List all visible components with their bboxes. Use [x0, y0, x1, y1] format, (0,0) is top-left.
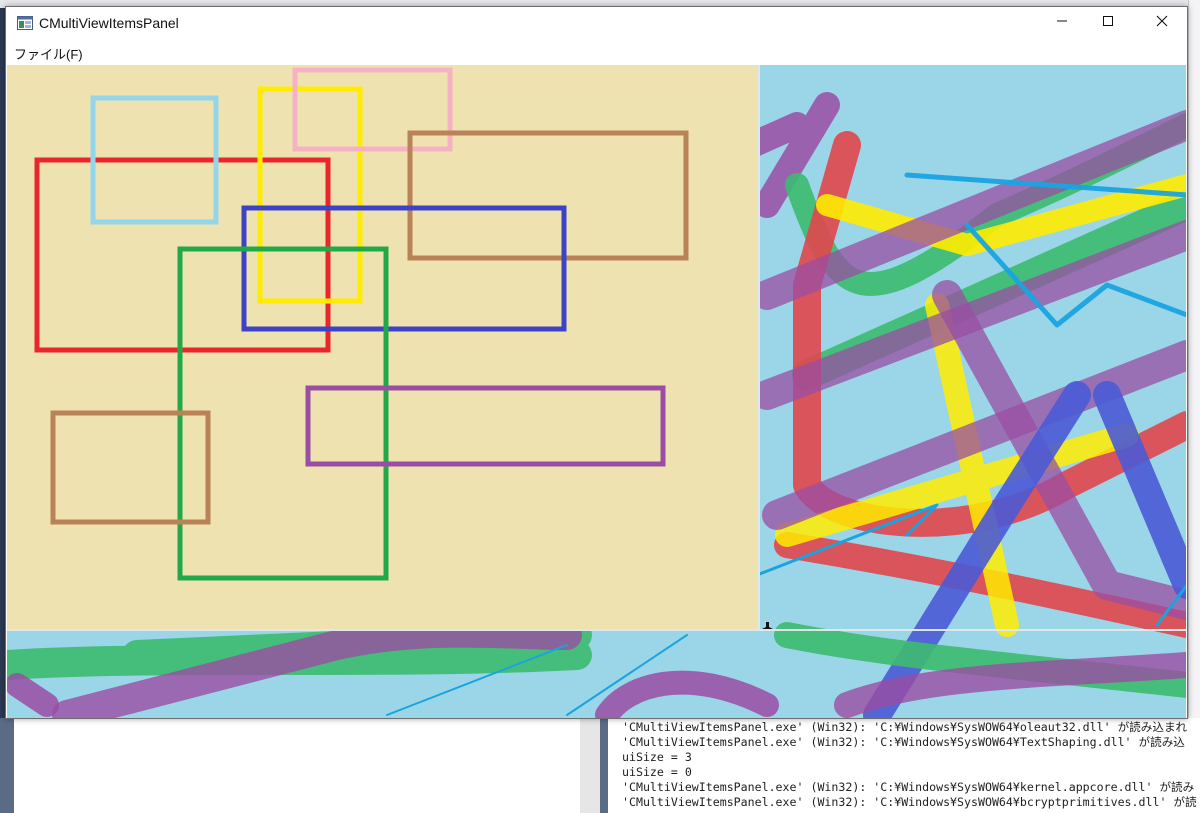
- ide-left-panel-bar: [0, 718, 14, 813]
- rect-light-blue[interactable]: [90, 95, 219, 225]
- output-window: 'CMultiViewItemsPanel.exe' (Win32): 'C:¥…: [600, 718, 1200, 813]
- maximize-icon: [1102, 14, 1114, 32]
- stroke-yellow: [816, 174, 1186, 256]
- output-line: 'CMultiViewItemsPanel.exe' (Win32): 'C:¥…: [622, 720, 1188, 734]
- ide-splitter[interactable]: [580, 718, 600, 813]
- menu-bar: ファイル(F): [6, 39, 1187, 65]
- stroke-cyan: [904, 172, 1186, 328]
- output-line: 'CMultiViewItemsPanel.exe' (Win32): 'C:¥…: [622, 780, 1195, 794]
- minimize-button[interactable]: [1039, 7, 1085, 39]
- stroke-cyan: [386, 634, 688, 716]
- ide-background-strip: [0, 0, 1200, 8]
- split-cursor-icon: [762, 622, 773, 629]
- close-icon: [1156, 14, 1168, 32]
- rect-pink[interactable]: [292, 67, 453, 152]
- title-bar[interactable]: CMultiViewItemsPanel: [6, 7, 1187, 39]
- menu-file[interactable]: ファイル(F): [14, 47, 83, 62]
- output-line: 'CMultiViewItemsPanel.exe' (Win32): 'C:¥…: [622, 795, 1197, 809]
- stroke-purple: [752, 110, 1186, 530]
- output-line: uiSize = 3: [622, 750, 692, 764]
- output-line: uiSize = 0: [622, 765, 692, 779]
- horizontal-splitter[interactable]: [7, 629, 1186, 631]
- rect-yellow[interactable]: [257, 86, 363, 304]
- stroke-cyan: [755, 503, 939, 577]
- window-title: CMultiViewItemsPanel: [39, 15, 179, 31]
- maximize-button[interactable]: [1085, 7, 1131, 39]
- drawing-canvas[interactable]: [7, 65, 1186, 718]
- rect-purple[interactable]: [305, 385, 666, 467]
- output-line: 'CMultiViewItemsPanel.exe' (Win32): 'C:¥…: [622, 735, 1185, 749]
- ide-right-panel-edge: [1188, 0, 1200, 720]
- client-area[interactable]: [7, 65, 1186, 718]
- stroke-purple: [7, 670, 779, 718]
- stroke-purple: [52, 617, 582, 718]
- app-window: CMultiViewItemsPanel ファイル(F): [5, 6, 1188, 719]
- ide-left-panel: [0, 718, 580, 813]
- rect-blue[interactable]: [241, 205, 567, 332]
- vertical-splitter[interactable]: [758, 65, 760, 629]
- stroke-purple: [834, 652, 1186, 718]
- rect-brown-bottom[interactable]: [50, 410, 211, 525]
- stroke-purple: [932, 280, 1186, 620]
- close-button[interactable]: [1139, 7, 1185, 39]
- rect-brown-top[interactable]: [407, 130, 689, 261]
- stroke-cyan: [1155, 583, 1186, 627]
- minimize-icon: [1056, 14, 1068, 32]
- app-icon: [17, 16, 33, 30]
- stroke-yellow: [775, 293, 1139, 637]
